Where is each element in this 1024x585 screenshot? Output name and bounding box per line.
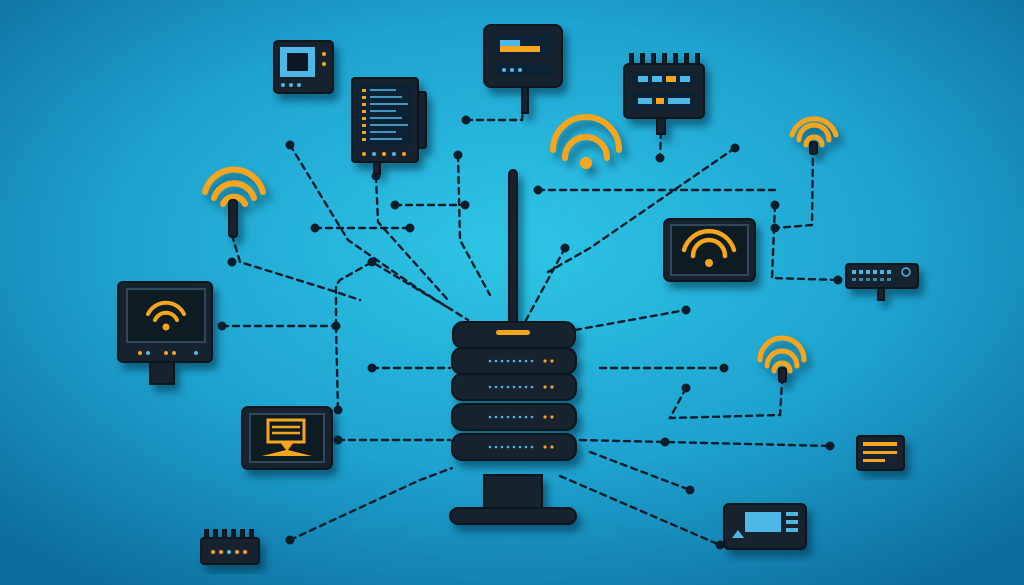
control-panel-icon xyxy=(483,24,563,114)
connection-node xyxy=(660,437,670,447)
connection-line xyxy=(773,146,815,230)
connection-node xyxy=(833,275,843,285)
connection-node xyxy=(560,243,570,253)
connection-node xyxy=(453,150,463,160)
connection-node xyxy=(533,185,543,195)
connection-line xyxy=(288,466,454,542)
connection-line xyxy=(578,438,832,448)
connection-node xyxy=(285,140,295,150)
switch-icon xyxy=(845,263,919,301)
connection-node xyxy=(825,441,835,451)
connection-node xyxy=(390,200,400,210)
connection-node xyxy=(367,363,377,373)
connection-node xyxy=(685,485,695,495)
connection-line xyxy=(588,450,692,492)
tablet-icon xyxy=(241,406,333,470)
connection-line xyxy=(667,380,784,420)
connection-line xyxy=(573,308,688,332)
connection-node xyxy=(770,200,780,210)
connection-node xyxy=(405,223,415,233)
connection-node xyxy=(719,363,729,373)
connection-node xyxy=(333,405,343,415)
connection-line xyxy=(456,153,492,297)
connection-node xyxy=(681,383,691,393)
connection-line xyxy=(546,146,737,274)
connection-line xyxy=(230,233,362,302)
tablet-icon xyxy=(663,218,756,282)
connection-node xyxy=(460,200,470,210)
connection-node xyxy=(333,435,343,445)
connection-line xyxy=(334,324,340,412)
connection-line xyxy=(334,260,454,328)
connection-node xyxy=(770,223,780,233)
sensor-icon xyxy=(856,435,905,471)
connection-nodes xyxy=(217,115,843,550)
connection-node xyxy=(217,321,227,331)
control-panel-icon xyxy=(351,77,427,175)
router-tower-icon xyxy=(449,169,577,525)
server-unit xyxy=(451,373,577,401)
monitor-icon xyxy=(117,281,213,385)
server-unit xyxy=(451,403,577,431)
connection-line xyxy=(374,174,450,302)
connection-node xyxy=(730,143,740,153)
server-rack-icon xyxy=(723,503,807,550)
connection-line xyxy=(288,143,470,322)
connection-node xyxy=(461,115,471,125)
connection-node xyxy=(331,321,341,331)
wifi-icon xyxy=(550,114,622,169)
connection-node xyxy=(285,535,295,545)
connection-node xyxy=(715,540,725,550)
server-unit xyxy=(451,433,577,461)
switch-icon xyxy=(200,529,260,565)
wifi-icon xyxy=(789,116,839,155)
connection-node xyxy=(367,257,377,267)
connection-node xyxy=(310,223,320,233)
wifi-icon xyxy=(202,166,266,238)
connection-line xyxy=(523,246,567,324)
server-unit xyxy=(451,347,577,375)
monitor-icon xyxy=(273,40,334,94)
connection-line xyxy=(558,474,722,547)
wifi-icon xyxy=(757,335,807,383)
connection-node xyxy=(655,153,665,163)
connection-node xyxy=(681,305,691,315)
connection-node xyxy=(227,257,237,267)
control-panel-icon xyxy=(623,53,705,135)
